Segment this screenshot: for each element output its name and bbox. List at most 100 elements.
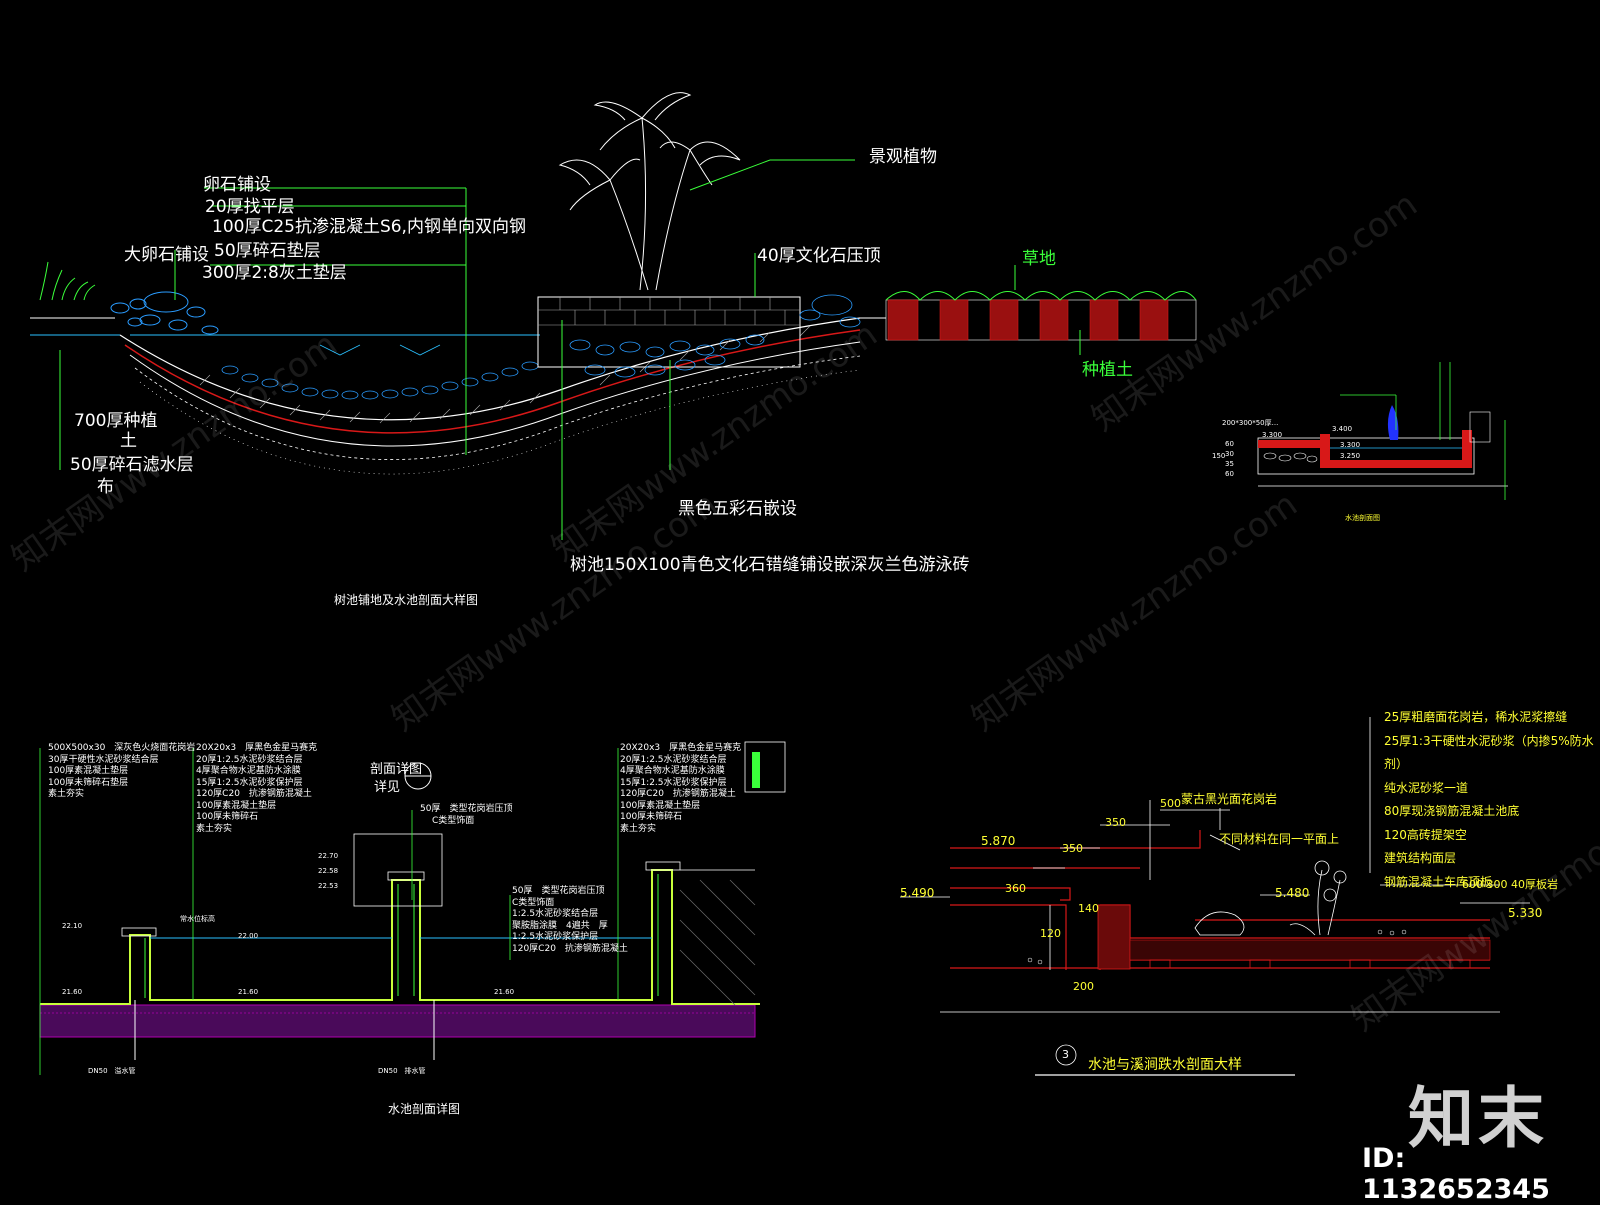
label-lime-soil-300: 300厚2:8灰土垫层 [202, 263, 347, 283]
drawing3-section [39, 741, 786, 1075]
label-filter-layer: 50厚碎石滤水层 [70, 455, 194, 475]
d2-dim: 35 [1225, 460, 1234, 468]
d2-top-left: 200*300*50厚... [1222, 419, 1279, 427]
d3-elevation: 21.60 [238, 988, 259, 996]
label-landscape-plant: 景观植物 [869, 147, 937, 167]
d2-el-b: 3.300 [1262, 431, 1283, 439]
drawing2-section [1257, 362, 1508, 500]
d3-mid-stack-line: 20X20x3 厚黑色金星马赛克 [196, 743, 318, 753]
d2-caption: 水池剖面图 [1345, 514, 1380, 522]
d3-pipe-drain: DN50 排水管 [378, 1067, 426, 1075]
id-label: ID: 1132652345 [1362, 1143, 1550, 1205]
d3-center-stack: 50厚 类型花岗岩压顶 C类型饰面 1:2.5水泥砂浆结合层 聚胺脂涂膜 4遍共… [512, 886, 628, 955]
d4-elev-5480: 5.480 [1275, 886, 1310, 900]
d4-right-stack-line: 纯水泥砂浆一道 [1384, 780, 1469, 795]
d3-right-stack-line: 100厚素混凝土垫层 [620, 800, 701, 811]
d3-mid-stack: 20X20x3 厚黑色金星马赛克 20厚1:2.5水泥砂浆结合层 4厚聚合物水泥… [196, 743, 317, 835]
d3-elevation: 22.58 [318, 867, 339, 875]
d3-right-stack-line: 120厚C20 抗渗钢筋混凝土 [620, 789, 736, 799]
d4-note-slab: 600 300 40厚板岩 [1462, 878, 1558, 891]
d2-el-d: 3.250 [1340, 452, 1361, 460]
d3-mid-stack-line: 100厚素混凝土垫层 [196, 800, 277, 811]
d2-dim: 60 [1225, 440, 1234, 448]
drawing1-section [30, 92, 1197, 540]
d3-right-stack-line: 15厚1:2.5水泥砂浆保护层 [620, 777, 727, 788]
d3-center-stack-line: 50厚 类型花岗岩压顶 [512, 886, 605, 896]
label-planting-700: 700厚种植 [74, 411, 158, 431]
d4-dim-120: 120 [1040, 927, 1061, 940]
drawing3-title: 水池剖面详图 [388, 1102, 461, 1116]
d3-top-note-b: C类型饰面 [432, 816, 475, 826]
d3-elevation: 21.60 [494, 988, 515, 996]
d3-right-stack-line: 4厚聚合物水泥基防水涂膜 [620, 766, 725, 776]
label-planting-soil: 种植土 [1082, 360, 1133, 380]
d3-elevation: 22.70 [318, 852, 339, 860]
d3-right-stack-line: 20厚1:2.5水泥砂浆结合层 [620, 754, 727, 765]
d3-center-stack-line: 1:2.5水泥砂浆结合层 [512, 909, 599, 919]
d3-top-note-a: 50厚 类型花岗岩压顶 [420, 804, 513, 814]
d3-mid-stack-line: 100厚未筛碎石 [196, 812, 259, 822]
d3-elevation: 21.60 [62, 988, 83, 996]
d3-mid-stack-line: 15厚1:2.5水泥砂浆保护层 [196, 777, 303, 788]
d2-dim: 60 [1225, 470, 1234, 478]
label-leveling-20: 20厚找平层 [205, 197, 295, 217]
d4-note-granite: 蒙古黑光面花岗岩 [1181, 792, 1278, 806]
d3-right-stack-line: 100厚未筛碎石 [620, 812, 683, 822]
d4-elev-5330: 5.330 [1508, 906, 1543, 920]
label-c25-concrete: 100厚C25抗渗混凝土S6,内钢单向双向钢 [212, 217, 526, 237]
d3-elevation: 22.53 [318, 882, 339, 890]
d4-dim-350a: 350 [1105, 816, 1126, 829]
d3-right-stack: 20X20x3 厚黑色金星马赛克 20厚1:2.5水泥砂浆结合层 4厚聚合物水泥… [620, 743, 741, 835]
d3-right-stack-line: 素土夯实 [620, 823, 657, 834]
d4-right-stack-line: 120高砖提架空 [1384, 827, 1467, 842]
d3-left-stack-line: 100厚素混凝土垫层 [48, 766, 129, 776]
d2-dim: 150 [1212, 452, 1226, 460]
label-gravel-50: 50厚碎石垫层 [214, 241, 321, 261]
d4-dim-500: 500 [1160, 797, 1181, 810]
d3-center-stack-line: C类型饰面 [512, 897, 555, 908]
d2-dim: 30 [1225, 450, 1234, 458]
d3-section-detail-a: 剖面详图 [370, 762, 423, 777]
d3-water-note: 常水位标高 [180, 915, 215, 923]
d4-elev-5490: 5.490 [900, 886, 935, 900]
d2-el-a: 3.400 [1332, 425, 1353, 433]
d4-note-plane: 不同材料在同一平面上 [1219, 832, 1340, 846]
d4-right-stack-line: 钢筋混凝土车库顶板 [1384, 874, 1493, 889]
drawing4-section [900, 717, 1530, 1076]
label-cloth: 布 [97, 477, 114, 497]
d3-mid-stack-line: 4厚聚合物水泥基防水涂膜 [196, 766, 301, 776]
drawing4-title: 水池与溪涧跌水剖面大样 [1088, 1057, 1242, 1073]
d3-left-stack-line: 30厚干硬性水泥砂浆结合层 [48, 754, 159, 765]
d4-dim-360: 360 [1005, 882, 1026, 895]
d3-elevation: 22.10 [62, 922, 83, 930]
label-black-stone: 黑色五彩石嵌设 [678, 499, 797, 519]
d4-number: 3 [1062, 1048, 1069, 1061]
d3-pipe-overflow: DN50 溢水管 [88, 1067, 136, 1075]
drawing1-title: 树池铺地及水池剖面大样图 [334, 593, 479, 607]
d4-right-stack-line: 25厚粗磨面花岗岩，稀水泥浆擦缝 [1384, 710, 1568, 724]
d3-left-stack-line: 500X500x30 深灰色火烧面花岗岩 [48, 743, 196, 753]
d3-left-stack-line: 素土夯实 [48, 789, 85, 799]
d3-section-detail-b: 详见 [374, 780, 401, 795]
d3-right-stack-line: 20X20x3 厚黑色金星马赛克 [620, 743, 742, 753]
d3-center-stack-line: 1:2.5水泥砂浆保护层 [512, 932, 599, 942]
d4-right-stack-line: 25厚1:3干硬性水泥砂浆（内掺5%防水剂） [1384, 733, 1594, 772]
label-planting-700-b: 土 [120, 431, 137, 451]
label-culture-stone-top: 40厚文化石压顶 [757, 246, 881, 266]
d4-dim-200: 200 [1073, 980, 1094, 993]
label-big-pebble: 大卵石铺设 [124, 245, 209, 265]
d4-elev-5870: 5.870 [981, 834, 1016, 848]
d3-mid-stack-line: 20厚1:2.5水泥砂浆结合层 [196, 754, 303, 765]
d4-right-stack: 25厚粗磨面花岗岩，稀水泥浆擦缝 25厚1:3干硬性水泥砂浆（内掺5%防水剂） … [1384, 706, 1600, 894]
label-pebble-paving: 卵石铺设 [203, 175, 271, 195]
d3-elevation: 22.00 [238, 932, 259, 940]
d3-mid-stack-line: 素土夯实 [196, 823, 233, 834]
brand-logo: 知末 [1408, 1080, 1548, 1157]
d4-dim-140: 140 [1078, 902, 1099, 915]
d3-left-stack-line: 100厚未筛碎石垫层 [48, 777, 129, 788]
d4-dim-350b: 350 [1062, 842, 1083, 855]
d4-right-stack-line: 80厚现浇钢筋混凝土池底 [1384, 804, 1520, 818]
d3-center-stack-line: 120厚C20 抗渗钢筋混凝土 [512, 943, 628, 954]
d3-center-stack-line: 聚胺脂涂膜 4遍共 厚 [512, 920, 608, 931]
